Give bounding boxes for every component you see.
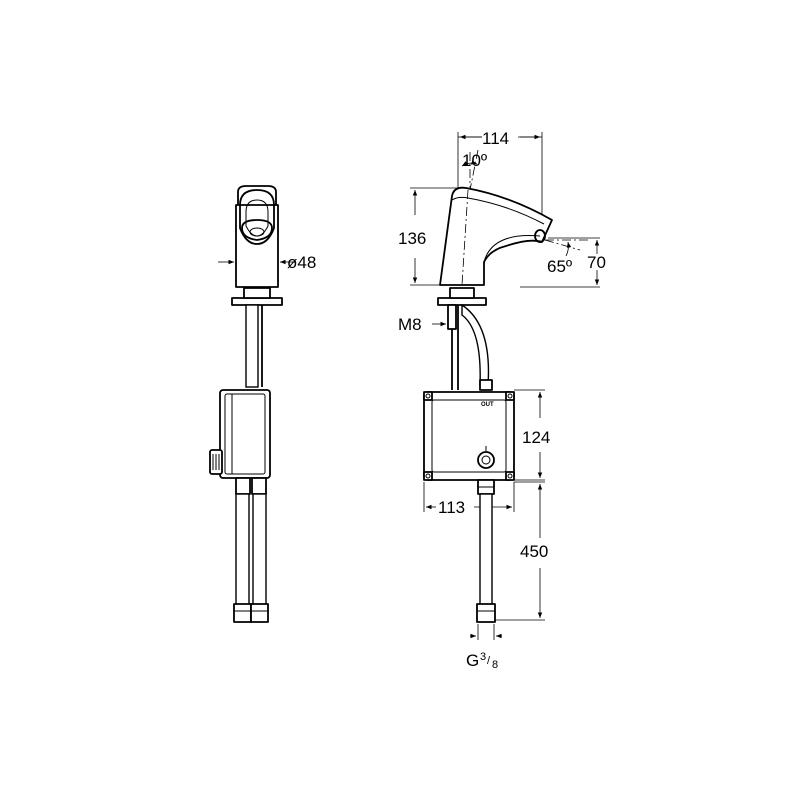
height-spout-dimension: 136 bbox=[396, 187, 458, 286]
box-height-dimension: 124 bbox=[514, 389, 550, 481]
front-tap-body bbox=[235, 185, 279, 288]
connection-slash: / bbox=[487, 655, 491, 667]
side-spout bbox=[439, 186, 553, 286]
hose-length-label: 450 bbox=[520, 542, 548, 561]
side-control-box: OUT bbox=[423, 391, 515, 481]
height-spout-label: 136 bbox=[398, 229, 426, 248]
side-outlet-hose bbox=[476, 479, 496, 623]
connection-label: G bbox=[466, 651, 479, 670]
side-view: 114 10º 136 bbox=[396, 128, 606, 671]
side-curved-hose bbox=[461, 303, 490, 386]
angle-top-dimension: 10º bbox=[461, 149, 487, 191]
box-knob bbox=[477, 451, 495, 469]
connection-denominator: 8 bbox=[492, 659, 498, 671]
connection-numerator: 3 bbox=[480, 651, 486, 663]
height-outlet-label: 70 bbox=[587, 253, 606, 272]
box-width-dimension: 113 bbox=[423, 482, 515, 517]
front-control-box bbox=[209, 389, 271, 479]
box-height-label: 124 bbox=[522, 428, 550, 447]
front-connection-hoses bbox=[233, 477, 269, 623]
diameter-dimension: ø48 bbox=[218, 253, 316, 272]
width-top-label: 114 bbox=[482, 129, 509, 148]
front-mount-plate bbox=[231, 297, 283, 306]
angle-top-label: 10º bbox=[462, 151, 487, 170]
outlet-dimension: 65º 70 bbox=[520, 237, 606, 288]
hose-length-dimension: 450 bbox=[495, 481, 558, 621]
diameter-label: ø48 bbox=[287, 253, 316, 272]
front-view: ø48 bbox=[209, 185, 316, 623]
box-width-label: 113 bbox=[438, 498, 465, 517]
box-out-label: OUT bbox=[481, 402, 494, 408]
connection-dimension: G 3 / 8 bbox=[466, 624, 502, 671]
front-stem-hose bbox=[245, 304, 259, 388]
thread-mount-label: M8 bbox=[398, 315, 422, 334]
angle-spout-label: 65º bbox=[547, 257, 572, 276]
